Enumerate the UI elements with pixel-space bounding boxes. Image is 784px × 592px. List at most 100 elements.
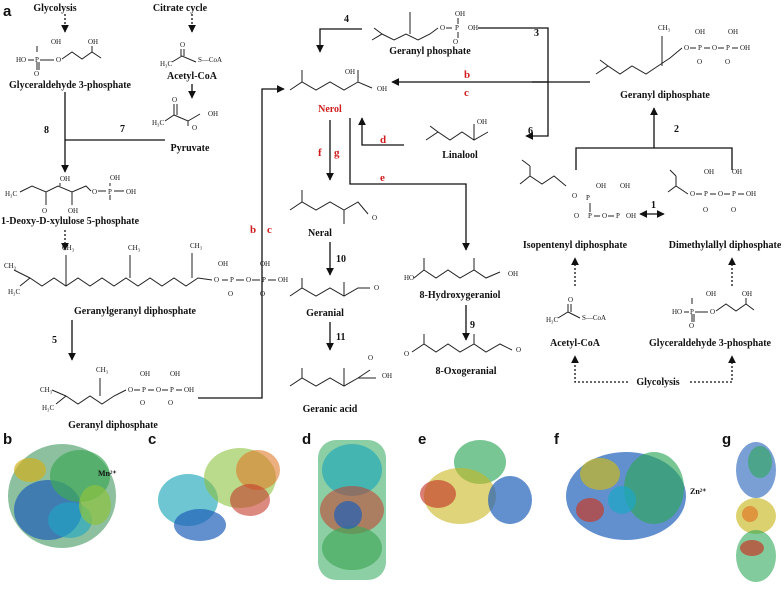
line-step3	[478, 27, 549, 110]
svg-text:P: P	[732, 190, 736, 198]
structure-ggpp: CH₃ CH₃ CH₃ CH₃ H₃C OH OH O P O P OH O O	[4, 242, 288, 298]
arrow-step6	[525, 110, 549, 140]
svg-text:OH: OH	[508, 270, 518, 278]
structure-dxp: OH OH H₃C O P OH O OH	[5, 174, 136, 215]
svg-text:O: O	[374, 284, 379, 292]
source-glycolysis: Glycolysis	[33, 3, 76, 14]
svg-text:O: O	[368, 354, 373, 362]
structure-gpp-left: CH₃ CH₃ H₃C OH OH O P O P OH O O	[40, 366, 194, 412]
svg-text:O: O	[731, 206, 736, 214]
svg-text:O: O	[168, 399, 173, 407]
svg-text:P: P	[108, 188, 112, 196]
label-linalool: Linalool	[442, 150, 478, 161]
label-gpp-left: Geranyl diphosphate	[68, 420, 158, 431]
svg-text:O: O	[684, 44, 689, 52]
svg-text:P: P	[455, 24, 459, 32]
arrow-glycolysis-to-g3p	[690, 355, 736, 383]
protein-structure-b	[8, 444, 116, 548]
annotation-zn: Zn²⁺	[690, 487, 706, 496]
svg-text:OH: OH	[596, 182, 606, 190]
svg-text:OH: OH	[88, 38, 98, 46]
svg-text:OH: OH	[704, 168, 714, 176]
structure-geranial: O	[289, 278, 379, 297]
svg-text:O: O	[440, 24, 445, 32]
svg-text:P: P	[616, 212, 620, 220]
svg-text:O: O	[574, 212, 579, 220]
annotation-mn: Mn²⁺	[98, 469, 117, 478]
arrow-step-e	[349, 118, 470, 251]
step-4: 4	[344, 14, 349, 25]
svg-text:O: O	[572, 192, 577, 200]
svg-text:O: O	[172, 96, 177, 104]
step-c-right: c	[464, 87, 469, 99]
label-geranic-acid: Geranic acid	[303, 404, 358, 415]
svg-text:OH: OH	[626, 212, 636, 220]
label-nerol: Nerol	[318, 104, 342, 115]
svg-text:P: P	[690, 308, 694, 316]
step-11: 11	[336, 332, 345, 343]
svg-text:OH: OH	[740, 44, 750, 52]
svg-text:P: P	[170, 386, 174, 394]
svg-text:P: P	[588, 212, 592, 220]
svg-text:OH: OH	[742, 290, 752, 298]
step-1: 1	[651, 200, 656, 211]
svg-text:H₃C: H₃C	[546, 316, 558, 324]
protein-structure-f	[566, 452, 686, 540]
svg-text:OH: OH	[728, 28, 738, 36]
svg-text:O: O	[690, 190, 695, 198]
svg-text:OH: OH	[695, 28, 705, 36]
protein-structure-d	[318, 440, 386, 580]
svg-text:P: P	[704, 190, 708, 198]
label-pyruvate: Pyruvate	[171, 143, 210, 154]
svg-text:O: O	[34, 70, 39, 78]
svg-text:O: O	[718, 190, 723, 198]
structure-8-oxogeranial: O O	[404, 334, 521, 358]
label-neral: Neral	[308, 228, 332, 239]
svg-text:O: O	[602, 212, 607, 220]
step-g: g	[334, 147, 340, 159]
label-gpp-right: Geranyl diphosphate	[620, 90, 710, 101]
structure-acetyl-coa-left: O H₃C S—CoA	[160, 41, 222, 68]
svg-text:OH: OH	[455, 10, 465, 18]
svg-text:CH₃: CH₃	[658, 24, 671, 32]
structure-dmapp: OH OH O P O P OH O O	[667, 168, 756, 214]
label-geranial: Geranial	[306, 308, 344, 319]
svg-text:CH₃: CH₃	[96, 366, 109, 374]
svg-text:S—CoA: S—CoA	[198, 56, 222, 64]
svg-text:OH: OH	[620, 182, 630, 190]
svg-text:OH: OH	[51, 38, 61, 46]
panel-label-f: f	[554, 431, 560, 448]
svg-text:P: P	[698, 44, 702, 52]
panel-label-e: e	[418, 431, 426, 448]
svg-text:OH: OH	[110, 174, 120, 182]
step-b-left: b	[250, 224, 256, 236]
svg-text:O: O	[214, 276, 219, 284]
step-3: 3	[534, 28, 539, 39]
svg-text:O: O	[516, 346, 521, 354]
svg-text:OH: OH	[170, 370, 180, 378]
svg-text:H₃C: H₃C	[160, 60, 172, 68]
svg-text:OH: OH	[382, 372, 392, 380]
svg-text:O: O	[568, 296, 573, 304]
svg-text:H₃C: H₃C	[8, 288, 20, 296]
svg-text:O: O	[703, 206, 708, 214]
svg-text:P: P	[726, 44, 730, 52]
svg-text:O: O	[404, 350, 409, 358]
panel-label-a: a	[3, 3, 12, 20]
svg-text:O: O	[180, 41, 185, 49]
svg-text:OH: OH	[477, 118, 487, 126]
svg-text:H₃C: H₃C	[5, 190, 17, 198]
source-citrate-cycle: Citrate cycle	[153, 3, 208, 14]
svg-text:O: O	[689, 322, 694, 330]
panel-label-b: b	[3, 431, 12, 448]
svg-text:O: O	[92, 188, 97, 196]
svg-text:P: P	[142, 386, 146, 394]
svg-text:CH₃: CH₃	[62, 244, 75, 252]
structure-geranic-acid: O OH	[289, 354, 392, 387]
label-8-hydroxygeraniol: 8-Hydroxygeraniol	[420, 290, 501, 301]
arrow-step-d	[358, 117, 404, 146]
svg-text:O: O	[156, 386, 161, 394]
svg-text:OH: OH	[60, 175, 70, 183]
label-geranyl-phosphate: Geranyl phosphate	[389, 46, 471, 57]
